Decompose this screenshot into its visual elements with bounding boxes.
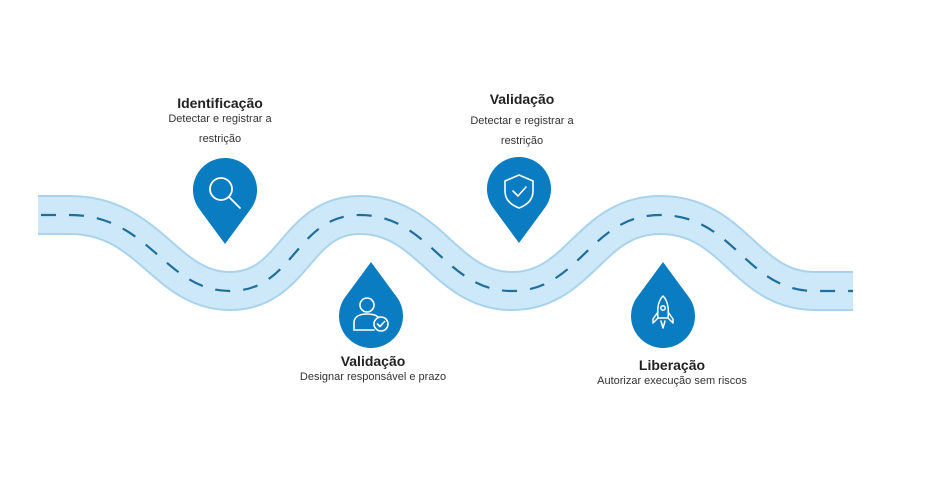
step-3-pin	[486, 157, 552, 243]
pin-marker	[339, 262, 403, 348]
step-2-pin	[339, 262, 403, 348]
pin-marker	[486, 157, 552, 243]
shield-check-icon	[504, 174, 534, 209]
user-check-icon	[353, 297, 389, 332]
step-2-description: Designar responsável e prazo	[299, 371, 447, 383]
step-4-description: Autorizar execução sem riscos	[597, 375, 747, 387]
pin-marker	[192, 158, 258, 244]
road-surface	[38, 196, 853, 310]
step-3-title: Validação	[489, 91, 555, 107]
road	[38, 194, 853, 312]
step-1-description: Detectar e registrar a restrição	[168, 113, 272, 145]
road-center-dashes	[38, 213, 853, 293]
step-2-title: Validação	[340, 353, 406, 369]
step-3-description: Detectar e registrar a restrição	[470, 115, 574, 147]
step-4-pin	[631, 262, 695, 348]
search-icon	[209, 177, 241, 209]
step-4-title: Liberação	[638, 357, 706, 373]
rocket-icon	[652, 295, 674, 329]
step-1-title: Identificação	[177, 95, 263, 111]
step-1-pin	[192, 158, 258, 244]
pin-marker	[631, 262, 695, 348]
